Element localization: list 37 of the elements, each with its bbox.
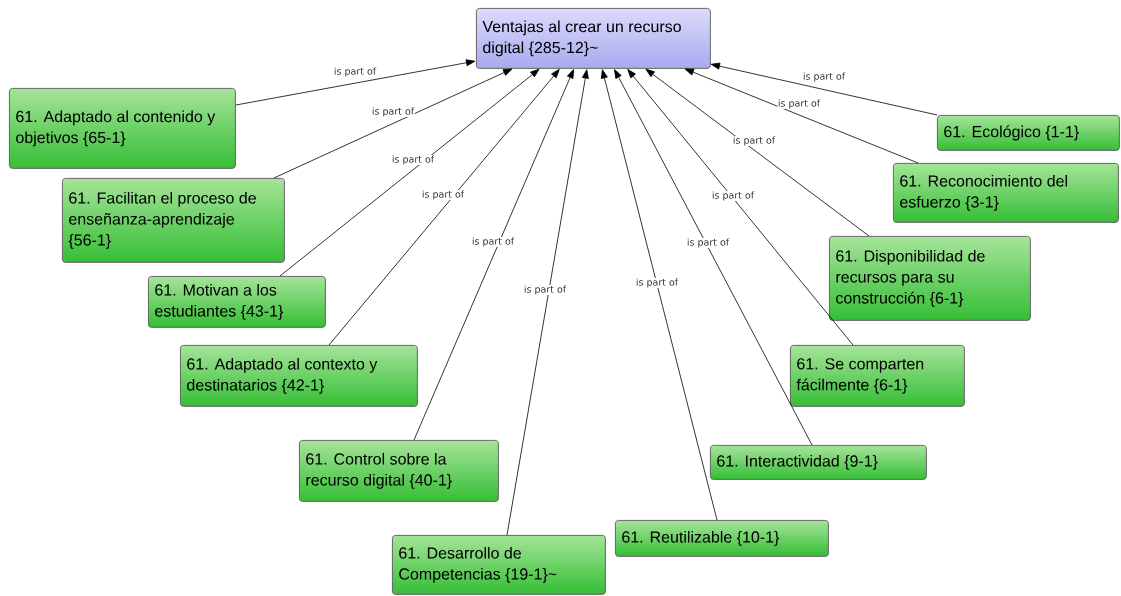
edge-label: is part of [371, 106, 415, 118]
arrow [710, 62, 938, 116]
arrow [328, 69, 560, 346]
arrow [413, 69, 574, 441]
edge-label: is part of [523, 284, 567, 296]
code-box: 61. Control sobre la recurso digital {40-1} [299, 440, 499, 502]
edge-label: is part of [711, 190, 755, 202]
code-box: 61. Interactividad {9-1} [710, 445, 927, 480]
edge-label: is part of [421, 189, 465, 201]
code-box: 61. Ecológico {1-1} [937, 115, 1120, 151]
code-box: 61. Reutilizable {10-1} [615, 520, 829, 557]
edge-label: is part of [686, 237, 730, 249]
code-box: 61. Disponibilidad de recursos para su construcción {6-1} [829, 236, 1031, 321]
edge-label: is part of [802, 71, 846, 83]
code-box: 61. Adaptado al contexto y destinatarios {42-1} [180, 345, 418, 407]
code-box: 61. Reconocimiento del esfuerzo {3-1} [893, 163, 1119, 223]
code-box: 61. Motivan a los estudiantes {43-1} [148, 276, 326, 328]
arrow [506, 69, 589, 536]
edge-label: is part of [635, 277, 679, 289]
arrow [601, 69, 718, 521]
arrow [645, 68, 870, 237]
edge-label: is part of [777, 98, 821, 110]
code-box: 61. Adaptado al contenido y objetivos {65-1} [9, 88, 236, 169]
edge-label: is part of [391, 154, 435, 166]
central-concept-box: Ventajas al crear un recurso digital {285-12}~ [476, 8, 711, 69]
code-box: 61. Facilitan el proceso de enseñanza-aprendizaje {56-1} [62, 178, 285, 263]
arrow [614, 69, 813, 446]
arrow [627, 69, 854, 346]
arrow [279, 68, 540, 277]
edge-label: is part of [471, 236, 515, 248]
arrow [273, 68, 513, 179]
arrow [684, 68, 919, 164]
edge-label: is part of [333, 66, 377, 78]
edge-label: is part of [732, 135, 776, 147]
code-box: 61. Se comparten fácilmente {6-1} [790, 345, 965, 407]
code-box: 61. Desarrollo de Competencias {19-1}~ [392, 535, 606, 595]
arrow [235, 59, 476, 106]
